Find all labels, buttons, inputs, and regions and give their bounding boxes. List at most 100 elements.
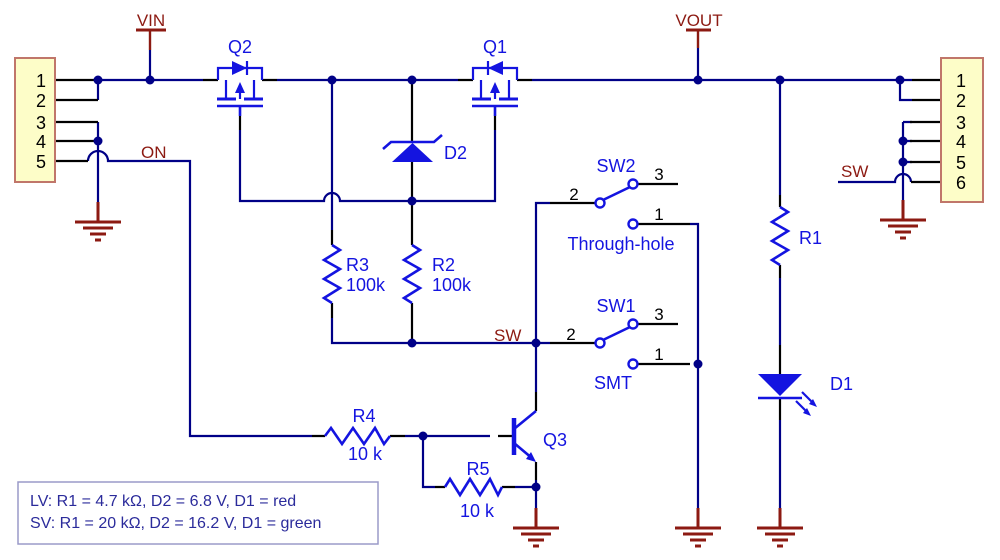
right-connector-body xyxy=(940,57,984,203)
ground-symbol xyxy=(75,202,121,242)
sw2-type-label: Through-hole xyxy=(567,234,674,254)
sw2-ref: SW2 xyxy=(596,156,635,176)
sw2-contact-3 xyxy=(627,178,639,190)
junction-dot xyxy=(775,75,785,85)
ground-symbol xyxy=(675,508,721,548)
r4-ref: R4 xyxy=(352,406,375,426)
junction-dot xyxy=(327,75,337,85)
q3-collector xyxy=(513,409,537,431)
right-pin12-link xyxy=(898,80,912,102)
r2-resistor xyxy=(401,243,423,305)
r3-value: 100k xyxy=(346,275,386,295)
r5-value: 10 k xyxy=(460,501,495,521)
r5-ref: R5 xyxy=(466,459,489,479)
junction-dot xyxy=(895,75,905,85)
left-connector-body xyxy=(14,57,56,183)
ground-symbol xyxy=(513,508,559,548)
component-pins xyxy=(55,78,941,489)
pin-number: 2 xyxy=(36,91,46,111)
sw2-pin1-number: 1 xyxy=(654,205,663,224)
sw1-ref: SW1 xyxy=(596,296,635,316)
r1-ref: R1 xyxy=(799,228,822,248)
junction-dot xyxy=(93,136,103,146)
q2-mosfet xyxy=(216,61,264,116)
pin-number: 4 xyxy=(956,132,966,152)
r4-resistor xyxy=(323,425,392,447)
r3-resistor xyxy=(321,243,343,305)
q1-body-diode xyxy=(488,61,503,75)
labels: VIN VOUT ON SW SW Q2 Q1 D2 R3 100k R2 10… xyxy=(137,11,869,521)
junction-dot xyxy=(145,75,155,85)
pin-number: 5 xyxy=(956,153,966,173)
r5-zigzag xyxy=(443,476,504,498)
switch-ground-wire xyxy=(690,222,700,508)
sw1-contact-3 xyxy=(627,318,639,330)
pin-number: 2 xyxy=(956,91,966,111)
r2-value: 100k xyxy=(432,275,472,295)
junction-dot xyxy=(693,75,703,85)
sw2-pins xyxy=(550,182,690,226)
ground-symbol xyxy=(880,200,926,240)
vin-flag xyxy=(136,28,166,50)
sw1-switch xyxy=(594,318,639,370)
sw2-contact-1 xyxy=(627,218,639,230)
d2-ref: D2 xyxy=(444,143,467,163)
note-line-2: SV: R1 = 20 kΩ, D2 = 16.2 V, D1 = green xyxy=(30,515,321,532)
pin-number: 3 xyxy=(36,113,46,133)
d1-emission-arrow-head xyxy=(803,408,811,416)
junction-dot xyxy=(531,482,541,492)
left-connector-pins xyxy=(55,78,98,163)
d1-anode-triangle xyxy=(758,374,802,396)
on-net-label: ON xyxy=(141,143,167,162)
gate-wire xyxy=(238,130,497,203)
q2-source-drain xyxy=(224,80,256,99)
junction-dot xyxy=(93,75,103,85)
d1-emission-arrow xyxy=(801,391,814,404)
pin-number: 1 xyxy=(956,71,966,91)
q2-gate-bar xyxy=(217,104,263,116)
sw1-lever xyxy=(602,325,631,342)
junction-dot xyxy=(407,196,417,206)
junction-dot xyxy=(418,431,428,441)
r3-zigzag xyxy=(321,243,343,305)
d1-emission-arrow xyxy=(795,400,808,413)
r3-ref: R3 xyxy=(346,255,369,275)
sw1-type-label: SMT xyxy=(594,373,632,393)
variant-note: LV: R1 = 4.7 kΩ, D2 = 6.8 V, D1 = red SV… xyxy=(17,481,379,545)
sw1-pin2-number: 2 xyxy=(566,325,575,344)
wires xyxy=(86,48,913,508)
d1-ref: D1 xyxy=(830,374,853,394)
pin-number: 5 xyxy=(36,152,46,172)
q2-pins xyxy=(203,78,277,130)
r4-value: 10 k xyxy=(348,444,383,464)
sw-net-label: SW xyxy=(494,326,521,345)
note-box xyxy=(17,481,379,545)
r1-resistor xyxy=(769,205,791,267)
sw1-pin3-number: 3 xyxy=(654,305,663,324)
r3-branch-wire xyxy=(330,80,412,345)
q3-ref: Q3 xyxy=(543,430,567,450)
q1-gate-bar xyxy=(472,104,518,116)
q3-emitter-arrow xyxy=(526,452,536,462)
q1-ref: Q1 xyxy=(483,37,507,57)
r2-ref: R2 xyxy=(432,255,455,275)
q3-transistor xyxy=(511,409,537,462)
pin-number: 6 xyxy=(956,173,966,193)
sw1-pin1-number: 1 xyxy=(654,345,663,364)
r4-zigzag xyxy=(323,425,392,447)
vout-label: VOUT xyxy=(675,11,722,30)
junction-dot xyxy=(898,157,908,167)
sw2-lever xyxy=(602,185,631,202)
vin-label: VIN xyxy=(137,11,165,30)
junction-dot xyxy=(407,75,417,85)
q3-pins xyxy=(498,392,538,480)
note-line-1: LV: R1 = 4.7 kΩ, D2 = 6.8 V, D1 = red xyxy=(30,493,296,510)
pin-number: 3 xyxy=(956,113,966,133)
junction-dots xyxy=(93,75,908,492)
sw1-contact-common xyxy=(594,337,606,349)
sw1-pins xyxy=(550,322,690,366)
right-connector-pins xyxy=(910,78,941,184)
sw1-contact-1 xyxy=(627,358,639,370)
sw-out-wire xyxy=(838,172,913,184)
